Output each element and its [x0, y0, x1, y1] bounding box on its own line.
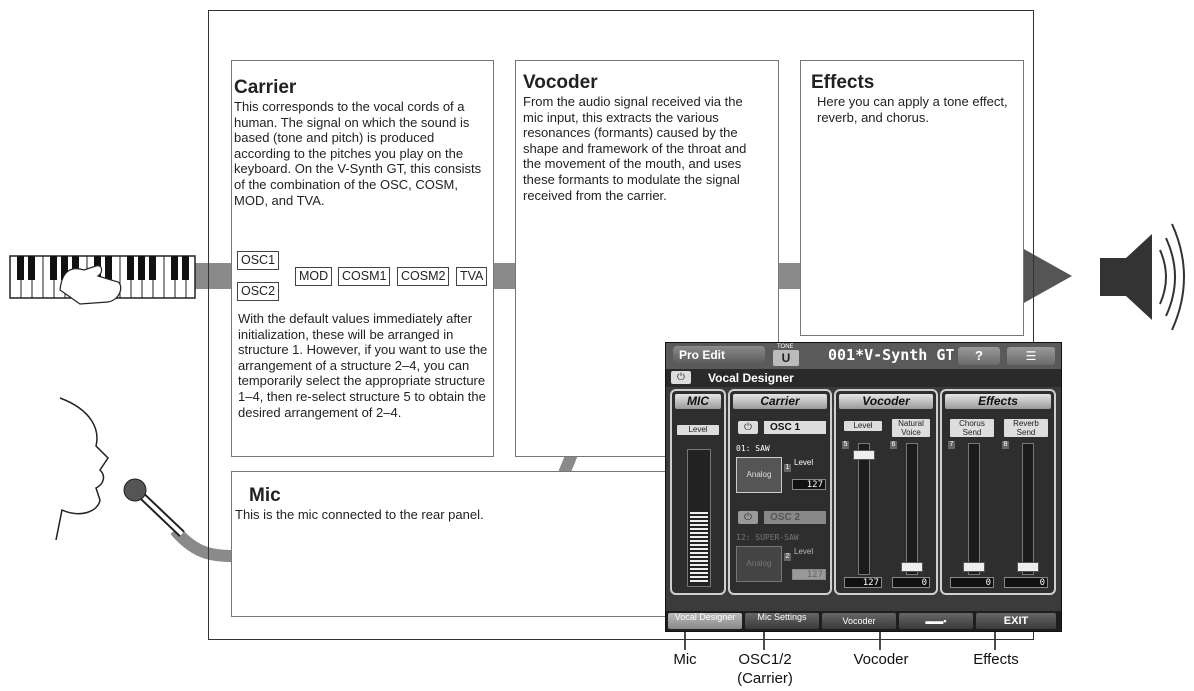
tab-vocoder[interactable]: Vocoder — [822, 613, 896, 629]
osc2-level-value[interactable]: 127 — [792, 569, 826, 580]
vocal-designer-title: Vocal Designer — [708, 371, 794, 385]
osc1-button[interactable]: OSC 1 — [764, 421, 826, 434]
chip-tva: TVA — [456, 267, 488, 286]
list-button[interactable]: ☰ — [1007, 347, 1055, 365]
carrier-title: Carrier — [234, 77, 297, 98]
carrier-text-2: With the default values immediately afte… — [238, 311, 488, 420]
osc1-wave-name: 01: SAW — [736, 444, 770, 453]
list-icon: ☰ — [1025, 349, 1037, 363]
carrier-section-header: Carrier — [733, 394, 827, 409]
reverb-send-knob[interactable] — [1017, 562, 1039, 572]
keyboard-icon — [9, 255, 196, 305]
effects-title: Effects — [811, 72, 875, 93]
vocoder-level-label: Level — [844, 421, 882, 431]
effects-section: Effects Chorus Send Reverb Send 7 8 0 0 — [940, 389, 1056, 595]
tab-vocal-designer[interactable]: Vocal Designer — [668, 613, 742, 629]
vocoder-section: Vocoder Level Natural Voice 5 6 127 0 — [834, 389, 938, 595]
vocoder-level-value[interactable]: 127 — [844, 577, 882, 588]
chip-mod: MOD — [295, 267, 333, 286]
chorus-send-knob[interactable] — [963, 562, 985, 572]
osc2-power-button[interactable]: ⏻ — [738, 511, 758, 524]
osc1-power-button[interactable]: ⏻ — [738, 421, 758, 434]
diagram-frame — [208, 10, 1034, 640]
osc2-level-label: Level — [794, 547, 814, 556]
natural-voice-value[interactable]: 0 — [892, 577, 930, 588]
microphone-icon — [123, 478, 185, 537]
signal-arrow-head — [1022, 248, 1072, 304]
mic-level-label: Level — [677, 425, 719, 435]
tone-name: 001*V-Synth GT — [828, 346, 955, 364]
reverb-send-fader[interactable] — [1017, 443, 1039, 575]
singer-face-icon — [55, 397, 109, 541]
effects-text: Here you can apply a tone effect, reverb… — [817, 94, 1008, 125]
carrier-text: This corresponds to the vocal cords of a… — [234, 99, 482, 208]
tab-routing[interactable]: ▬▬▪ — [899, 613, 973, 629]
exit-button[interactable]: EXIT — [976, 613, 1056, 629]
callout-osc: OSC1/2 — [738, 651, 792, 668]
chip-cosm2: COSM2 — [397, 267, 450, 286]
mic-section: MIC Level — [670, 389, 726, 595]
vocal-designer-bar: ⏻ Vocal Designer — [666, 369, 1061, 387]
chorus-send-fader[interactable] — [963, 443, 985, 575]
osc2-analog-icon: Analog — [736, 546, 782, 582]
mic-text: This is the mic connected to the rear pa… — [235, 507, 484, 522]
panel-bottom-bar: Vocal Designer Mic Settings Vocoder ▬▬▪ … — [666, 611, 1061, 631]
osc2-button[interactable]: OSC 2 — [764, 511, 826, 524]
chorus-send-value[interactable]: 0 — [950, 577, 994, 588]
chorus-send-number: 7 — [948, 441, 955, 449]
power-icon: ⏻ — [677, 372, 685, 383]
osc1-analog-icon: Analog — [736, 457, 782, 493]
osc1-level-value[interactable]: 127 — [792, 479, 826, 490]
tab-mic-settings[interactable]: Mic Settings — [745, 613, 819, 629]
carrier-section: Carrier ⏻ OSC 1 01: SAW Analog 1 Level 1… — [728, 389, 832, 595]
reverb-send-number: 8 — [1002, 441, 1009, 449]
vocoder-level-number: 5 — [842, 441, 849, 449]
mic-section-header: MIC — [675, 394, 721, 409]
natural-voice-knob[interactable] — [901, 562, 923, 572]
chip-osc1: OSC1 — [237, 251, 280, 270]
osc2-wave-name: 12: SUPER-SAW — [736, 533, 799, 542]
help-button[interactable]: ? — [958, 347, 1000, 365]
vocal-designer-power-button[interactable]: ⏻ — [671, 371, 691, 384]
reverb-send-value[interactable]: 0 — [1004, 577, 1048, 588]
mic-level-meter[interactable] — [687, 449, 711, 587]
power-icon: ⏻ — [744, 422, 752, 433]
vocal-designer-panel: Pro Edit TONE U 001*V-Synth GT ? ☰ ⏻ Voc… — [665, 342, 1062, 632]
osc1-level-label: Level — [794, 458, 814, 467]
callout-vocoder: Vocoder — [853, 651, 909, 668]
callout-effects: Effects — [973, 651, 1019, 668]
vocoder-title: Vocoder — [523, 72, 598, 93]
speaker-icon — [1100, 223, 1185, 331]
mic-title: Mic — [249, 485, 281, 506]
hand-icon — [59, 265, 122, 305]
natural-voice-fader[interactable] — [901, 443, 923, 575]
tone-bank-button[interactable]: U — [773, 350, 799, 366]
pro-edit-button[interactable]: Pro Edit — [673, 346, 765, 364]
callout-osc-sub: (Carrier) — [737, 670, 793, 687]
chip-osc2: OSC2 — [237, 282, 280, 301]
chorus-send-label: Chorus Send — [950, 419, 994, 437]
chip-cosm1: COSM1 — [338, 267, 391, 286]
tone-label: TONE — [777, 344, 794, 350]
callout-mic: Mic — [673, 651, 697, 668]
power-icon: ⏻ — [744, 512, 752, 523]
natural-voice-number: 6 — [890, 441, 897, 449]
osc2-number: 2 — [784, 553, 791, 561]
vocoder-text: From the audio signal received via the m… — [523, 94, 747, 203]
routing-icon: ▬▬▪ — [925, 616, 947, 626]
natural-voice-label: Natural Voice — [892, 419, 930, 437]
vocoder-level-knob[interactable] — [853, 450, 875, 460]
vocoder-level-fader[interactable] — [853, 443, 875, 575]
effects-box: Effects Here you can apply a tone effect… — [800, 60, 1024, 336]
osc1-number: 1 — [784, 464, 791, 472]
mic-level-bars — [690, 512, 708, 582]
effects-section-header: Effects — [945, 394, 1051, 409]
panel-top-bar: Pro Edit TONE U 001*V-Synth GT ? ☰ — [666, 343, 1061, 369]
reverb-send-label: Reverb Send — [1004, 419, 1048, 437]
vocoder-section-header: Vocoder — [839, 394, 933, 409]
